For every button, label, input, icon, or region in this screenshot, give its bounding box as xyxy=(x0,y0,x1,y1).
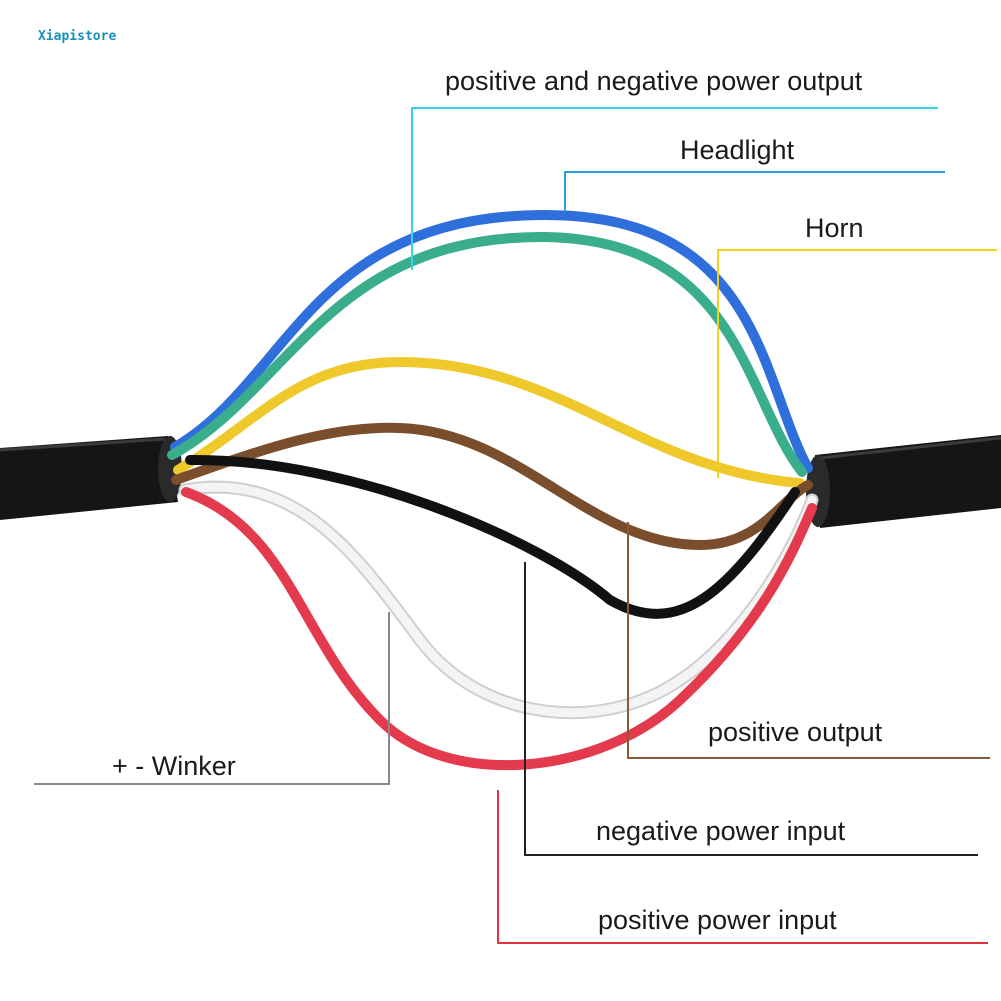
labels: positive and negative power output Headl… xyxy=(112,66,883,935)
headlight-leader xyxy=(564,171,945,212)
winker-leader xyxy=(34,612,390,785)
right-cable xyxy=(806,435,1001,528)
black-wire xyxy=(185,454,800,619)
green-wire xyxy=(167,231,807,477)
watermark-text: Xiapistore xyxy=(38,29,116,44)
label-horn: Horn xyxy=(805,213,864,243)
horn-leader xyxy=(717,249,997,478)
label-pn-output: positive and negative power output xyxy=(445,66,863,96)
yellow-wire xyxy=(173,356,805,488)
label-positive-output: positive output xyxy=(708,717,883,747)
wires xyxy=(167,209,819,771)
positive-input-leader xyxy=(497,790,988,944)
left-cable xyxy=(0,436,182,520)
red-wire xyxy=(181,487,817,771)
brown-wire xyxy=(171,422,813,551)
label-winker: + - Winker xyxy=(112,751,236,781)
blue-wire xyxy=(170,209,813,473)
callout-lines xyxy=(34,107,997,944)
label-headlight: Headlight xyxy=(680,135,795,165)
label-positive-input: positive power input xyxy=(598,905,837,935)
white-wire-edge xyxy=(178,480,819,720)
white-wire xyxy=(180,482,817,718)
label-negative-input: negative power input xyxy=(596,816,846,846)
positive-output-leader xyxy=(627,522,990,759)
negative-input-leader xyxy=(524,562,978,856)
pn-output-leader xyxy=(411,107,938,270)
